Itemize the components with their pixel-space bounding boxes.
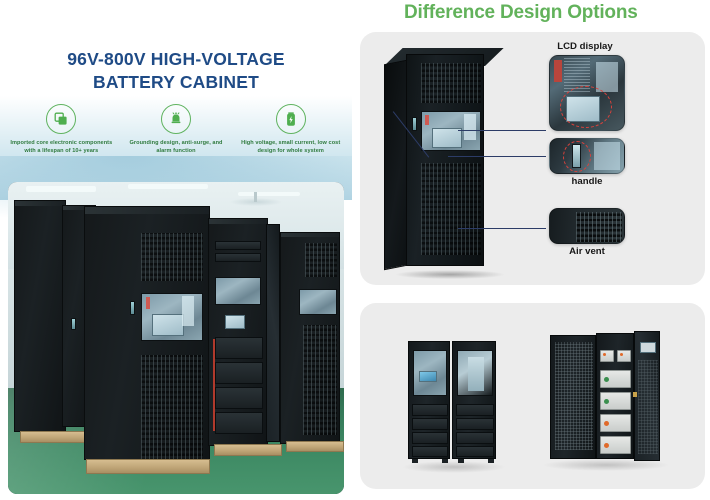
lead-line-lcd [458, 130, 546, 132]
lead-line-handle [448, 156, 546, 158]
cabinet-handle [412, 117, 417, 131]
callout-handle [549, 138, 625, 174]
callout-label-handle: handle [571, 176, 603, 187]
chip-icon [46, 104, 77, 134]
design-options-panel: LCD display handle Air vent [360, 32, 705, 285]
battery-bolt-icon [275, 104, 306, 134]
highlight-ellipse-handle [563, 141, 591, 172]
product-title-line-2: BATTERY CABINET [92, 72, 259, 92]
right-column: Difference Design Options [352, 0, 710, 500]
feature-text-1: Imported core electronic components with… [10, 140, 113, 155]
feature-text-2: Grounding design, anti-surge, and alarm … [129, 140, 223, 155]
lead-line-airvent [458, 228, 546, 230]
open-door-cabinet-image [542, 331, 670, 471]
alarm-bell-icon [161, 104, 191, 134]
product-gallery-panel [360, 303, 705, 489]
feature-item-1: Imported core electronic components with… [4, 104, 119, 184]
feature-text-3: High voltage, small current, low cost de… [241, 140, 341, 155]
feature-item-3: High voltage, small current, low cost de… [233, 104, 348, 184]
dual-cabinets-image [402, 341, 506, 473]
product-title: 96V-800V HIGH-VOLTAGE BATTERY CABINET [0, 48, 352, 94]
section-title: Difference Design Options [404, 2, 638, 23]
feature-item-2: Grounding design, anti-surge, and alarm … [119, 104, 234, 184]
callout-air-vent [549, 208, 625, 244]
product-title-line-1: 96V-800V HIGH-VOLTAGE [67, 49, 285, 69]
callout-lcd-display [549, 55, 625, 131]
hero-cabinet-image [384, 48, 514, 284]
feature-list: Imported core electronic components with… [4, 104, 348, 184]
callout-label-lcd: LCD display [557, 41, 613, 52]
highlight-ellipse-lcd [560, 86, 612, 128]
left-column: 96V-800V HIGH-VOLTAGE BATTERY CABINET Im… [0, 0, 352, 500]
callout-label-air-vent: Air vent [569, 246, 605, 257]
factory-photo [8, 182, 344, 494]
